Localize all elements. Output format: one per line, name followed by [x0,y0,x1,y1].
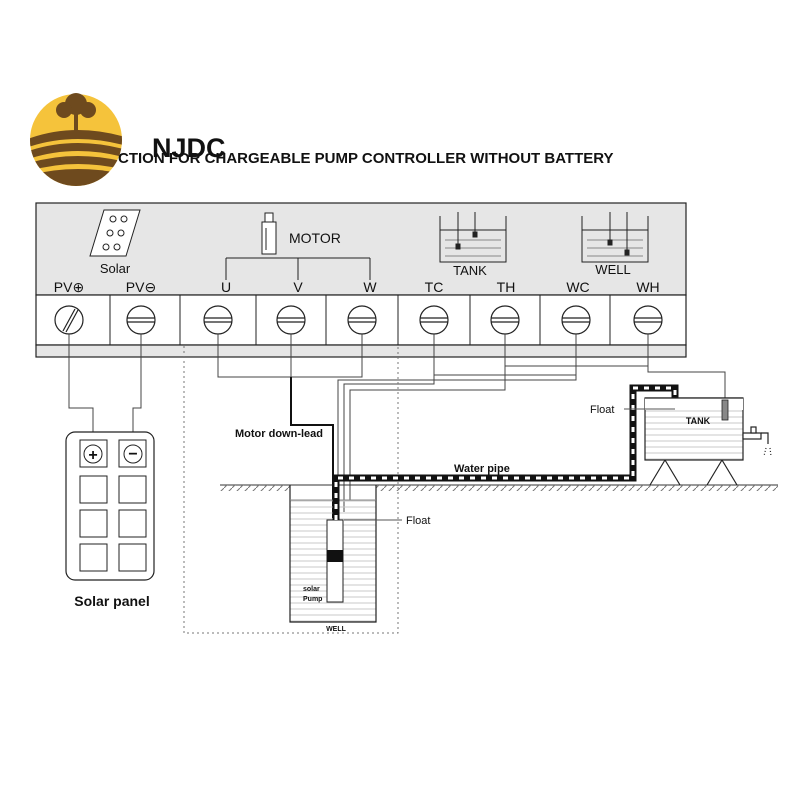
terminal-screw-pv-plus-icon [54,305,84,335]
water-pipe [332,384,679,520]
terminal-base [35,344,687,358]
solar-pump [326,519,344,603]
terminal-label-u: U [221,279,231,295]
terminal-label-w: W [363,279,377,295]
terminal-screw-pv-minus-icon [126,305,156,335]
motor-down-lead-wire [290,377,334,518]
well-float-label: Float [406,515,430,527]
tank-level-icon [439,212,507,263]
tank-label: TANK [453,263,487,278]
solar-panel-label: Solar panel [74,593,149,609]
terminal-label-wh: WH [636,279,659,295]
solar-icon [89,209,141,257]
solar-panel-frame [65,431,155,581]
well-level-icon [581,212,649,263]
motor-label: MOTOR [289,230,341,246]
terminal-screw-tc-icon [419,305,449,335]
solar-panel-plus-terminal [83,444,103,464]
water-tank [644,397,744,486]
terminal-screw-u-icon [203,305,233,335]
water-pipe-label: Water pipe [454,463,510,475]
terminal-screw-wc-icon [561,305,591,335]
terminal-screw-th-icon [490,305,520,335]
solar-panel-minus-sign: − [128,446,137,463]
terminal-screw-wh-icon [633,305,663,335]
terminal-label-wc: WC [566,279,589,295]
terminal-label-pv-plus: PV⊕ [54,279,84,295]
terminal-label-th: TH [497,279,516,295]
pump-label-line1: solar [303,586,320,593]
terminal-label-tc: TC [425,279,444,295]
tank-float-label: Float [590,404,614,416]
brand-name: NJDC [152,133,226,163]
well-ground-label: WELL [326,626,347,633]
wiring-lines [68,334,726,512]
controller-panel [35,202,687,296]
motor-down-lead-label: Motor down-lead [235,428,323,440]
terminal-label-v: V [293,279,303,295]
pump-label-line2: Pump [303,596,322,603]
tank-ground-label: TANK [686,416,711,426]
ground-line [220,484,778,491]
page-title: CTION FOR CHARGEABLE PUMP CONTROLLER WIT… [118,150,614,167]
logo-tree-icon [56,93,96,138]
motor-icon [261,212,277,255]
well-label: WELL [595,262,630,277]
solar-panel-plus-sign: + [88,447,97,464]
faucet-icon [742,426,772,457]
solar-label: Solar [100,261,131,276]
solar-panel-minus-terminal [123,444,143,464]
terminal-label-pv-minus: PV⊖ [126,279,156,295]
terminal-screw-v-icon [276,305,306,335]
brand-logo [30,93,122,186]
terminal-screw-w-icon [347,305,377,335]
